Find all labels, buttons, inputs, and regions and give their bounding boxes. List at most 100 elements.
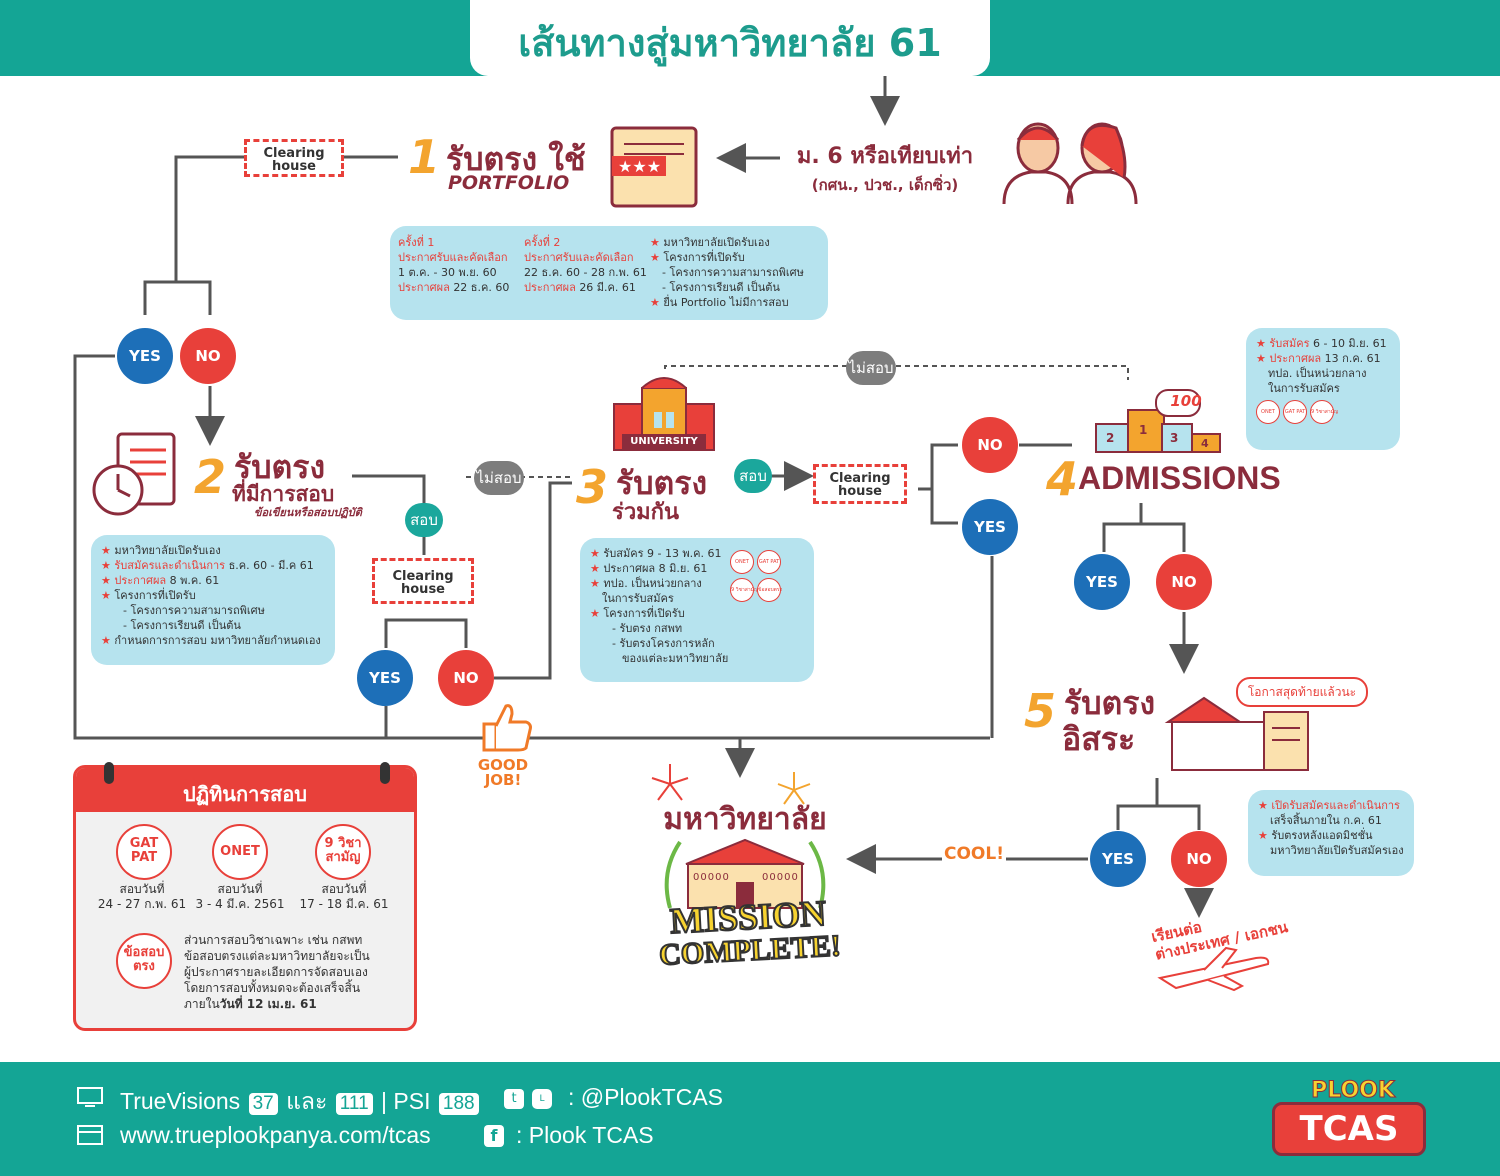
step5-title: รับตรง bbox=[1064, 684, 1156, 722]
step5-number: 5 bbox=[1024, 684, 1057, 738]
calendar-title: ปฏิทินการสอบ bbox=[183, 782, 307, 806]
university-banner: UNIVERSITY bbox=[622, 434, 706, 450]
calendar-badge-direct: ข้อสอบ ตรง bbox=[116, 933, 172, 989]
calendar-exam-label: สอบวันที่ bbox=[321, 882, 367, 896]
step4-note: 6 - 10 มิ.ย. 61 bbox=[1309, 337, 1387, 350]
round1-result-date: 22 ธ.ค. 60 bbox=[453, 281, 510, 294]
step5-title2: อิสระ bbox=[1062, 720, 1136, 758]
podium-4: 4 bbox=[1201, 437, 1209, 450]
mission-windows-right: 00000 bbox=[762, 872, 799, 883]
calendar-direct-line: ข้อสอบตรงแต่ละมหาวิทยาลัยจะเป็น bbox=[184, 949, 370, 963]
thumbs-up-icon bbox=[482, 704, 532, 752]
step5-note: มหาวิทยาลัยเปิดรับสมัครเอง bbox=[1270, 844, 1404, 857]
last-chance-bubble: โอกาสสุดท้ายแล้วนะ bbox=[1236, 677, 1368, 707]
clearing-house-1: Clearing house bbox=[244, 139, 344, 177]
footer-social[interactable]: : @PlookTCAS bbox=[568, 1084, 724, 1110]
step5-info-box: ★ เปิดรับสมัครและดำเนินการ เสร็จสิ้นภายใ… bbox=[1248, 790, 1414, 876]
calendar-exam-label: สอบวันที่ bbox=[217, 882, 263, 896]
step1-note: - โครงการเรียนดี เป็นต้น bbox=[662, 281, 780, 294]
exam-calendar bbox=[73, 765, 417, 1031]
step1-round1: ครั้งที่ 1 ประกาศรับและคัดเลือก 1 ต.ค. -… bbox=[398, 235, 509, 295]
step4-info-box: ★ รับสมัคร 6 - 10 มิ.ย. 61 ★ ประกาศผล 13… bbox=[1246, 328, 1400, 450]
yes-3: YES bbox=[962, 499, 1018, 555]
podium-3: 3 bbox=[1170, 431, 1179, 445]
clearing-house-3: Clearing house bbox=[813, 464, 907, 504]
calendar-deadline: วันที่ 12 เม.ย. 61 bbox=[219, 997, 317, 1011]
step3-note: - รับตรงโครงการหลัก bbox=[612, 637, 715, 650]
step5-note-highlight: เปิดรับสมัครและดำเนินการ bbox=[1271, 799, 1400, 812]
step1-info-box: ครั้งที่ 1 ประกาศรับและคัดเลือก 1 ต.ค. -… bbox=[390, 226, 828, 320]
calendar-badge-onet: ONET bbox=[212, 824, 268, 880]
calendar-header bbox=[76, 768, 414, 812]
step2-note: มหาวิทยาลัยเปิดรับเอง bbox=[114, 544, 221, 557]
no-3: NO bbox=[962, 417, 1018, 473]
step4-title: ADMISSIONS bbox=[1078, 460, 1281, 496]
score-100: 100 bbox=[1170, 392, 1202, 410]
exam-tag: 9 วิชาสามัญ bbox=[1310, 400, 1338, 424]
line-icon: L bbox=[532, 1089, 552, 1109]
page-title: เส้นทางสู่มหาวิทยาลัย 61 bbox=[518, 21, 942, 65]
good-job-label: GOOD JOB! bbox=[477, 756, 529, 789]
calendar-exam-3: สอบวันที่ 17 - 18 มี.ค. 61 bbox=[286, 882, 402, 912]
exam-pill-1: สอบ bbox=[405, 503, 443, 537]
calendar-exam-label: สอบวันที่ bbox=[119, 882, 165, 896]
calendar-exam-date: 17 - 18 มี.ค. 61 bbox=[299, 897, 389, 911]
tv-icon bbox=[77, 1087, 103, 1107]
step2-subtitle: ข้อเขียนหรือสอบปฏิบัติ bbox=[254, 506, 362, 519]
podium-2: 1 bbox=[1139, 423, 1148, 437]
calendar-direct-line: ส่วนการสอบวิชาเฉพาะ เช่น กสพท bbox=[184, 933, 363, 947]
step3-note: ในการรับสมัคร bbox=[602, 592, 674, 605]
footer-facebook[interactable]: : Plook TCAS bbox=[516, 1122, 654, 1148]
no-exam-pill-2: ไม่สอบ bbox=[846, 351, 896, 385]
start-node: ม. 6 หรือเทียบเท่า (กศน., ปวช., เด็กซิ่ว… bbox=[785, 138, 985, 197]
step2-info-box: ★ มหาวิทยาลัยเปิดรับเอง ★ รับสมัครและดำเ… bbox=[91, 535, 335, 665]
footer-separator: | bbox=[381, 1088, 388, 1114]
step5-note: เสร็จสิ้นภายใน ก.ค. 61 bbox=[1270, 814, 1382, 827]
podium-icon bbox=[1095, 389, 1221, 453]
no-5: NO bbox=[1171, 831, 1227, 887]
footer-channel-111: 111 bbox=[335, 1093, 373, 1115]
twitter-icon: t bbox=[504, 1089, 524, 1109]
step1-title: รับตรง ใช้ bbox=[446, 140, 586, 178]
university-arc-text: มหาวิทยาลัย bbox=[663, 802, 827, 837]
exam-tag: ONET bbox=[1256, 400, 1280, 424]
step1-note: - โครงการความสามารถพิเศษ bbox=[662, 266, 804, 279]
no-exam-pill-1: ไม่สอบ bbox=[474, 461, 524, 495]
title-pill bbox=[470, 0, 990, 76]
facebook-icon: f bbox=[484, 1125, 504, 1147]
start-subtitle: (กศน., ปวช., เด็กซิ่ว) bbox=[811, 176, 959, 194]
footer-and: และ bbox=[286, 1088, 328, 1114]
footer-website[interactable]: www.trueplookpanya.com/tcas bbox=[120, 1122, 431, 1148]
round2-dates: 22 ธ.ค. 60 - 28 ก.พ. 61 bbox=[524, 266, 647, 279]
mission-windows-left: 00000 bbox=[693, 872, 730, 883]
calendar-deadline-prefix: ภายใน bbox=[184, 997, 220, 1011]
exam-tag: GAT PAT bbox=[757, 550, 781, 574]
exam-tag: GAT PAT bbox=[1283, 400, 1307, 424]
calendar-badge-9subjects: 9 วิชา สามัญ bbox=[315, 824, 371, 880]
calendar-ring-right bbox=[380, 762, 390, 784]
round1-result-label: ประกาศผล bbox=[398, 281, 450, 294]
step4-note: ในการรับสมัคร bbox=[1268, 382, 1340, 395]
yes-5: YES bbox=[1090, 831, 1146, 887]
calendar-direct-text: ส่วนการสอบวิชาเฉพาะ เช่น กสพท ข้อสอบตรงแ… bbox=[184, 932, 370, 1012]
footer-psi: PSI bbox=[393, 1088, 431, 1114]
yes-1: YES bbox=[117, 328, 173, 384]
step4-note: ทปอ. เป็นหน่วยกลาง bbox=[1268, 367, 1367, 380]
step1-note: โครงการที่เปิดรับ bbox=[663, 251, 745, 264]
step2-title2: ที่มีการสอบ bbox=[232, 482, 335, 506]
round1-dates: 1 ต.ค. - 30 พ.ย. 60 bbox=[398, 266, 497, 279]
step5-note: รับตรงหลังแอดมิชชั่น bbox=[1271, 829, 1373, 842]
exam-tag: ข้อสอบตรง bbox=[757, 578, 782, 602]
step3-title2: ร่วมกัน bbox=[612, 500, 680, 525]
step4-number: 4 bbox=[1046, 452, 1079, 506]
step2-note: กำหนดการการสอบ มหาวิทยาลัยกำหนดเอง bbox=[114, 634, 321, 647]
no-2: NO bbox=[438, 650, 494, 706]
step3-info-box: ★ รับสมัคร 9 - 13 พ.ค. 61 ★ ประกาศผล 8 ม… bbox=[580, 538, 814, 682]
step3-title: รับตรง bbox=[616, 464, 708, 502]
step3-note: - รับตรง กสพท bbox=[612, 622, 683, 635]
calendar-direct-line: โดยการสอบทั้งหมดจะต้องเสร็จสิ้น bbox=[184, 981, 361, 995]
step1-subtitle: PORTFOLIO bbox=[448, 172, 570, 194]
step4-note: 13 ก.ค. 61 bbox=[1321, 352, 1381, 365]
